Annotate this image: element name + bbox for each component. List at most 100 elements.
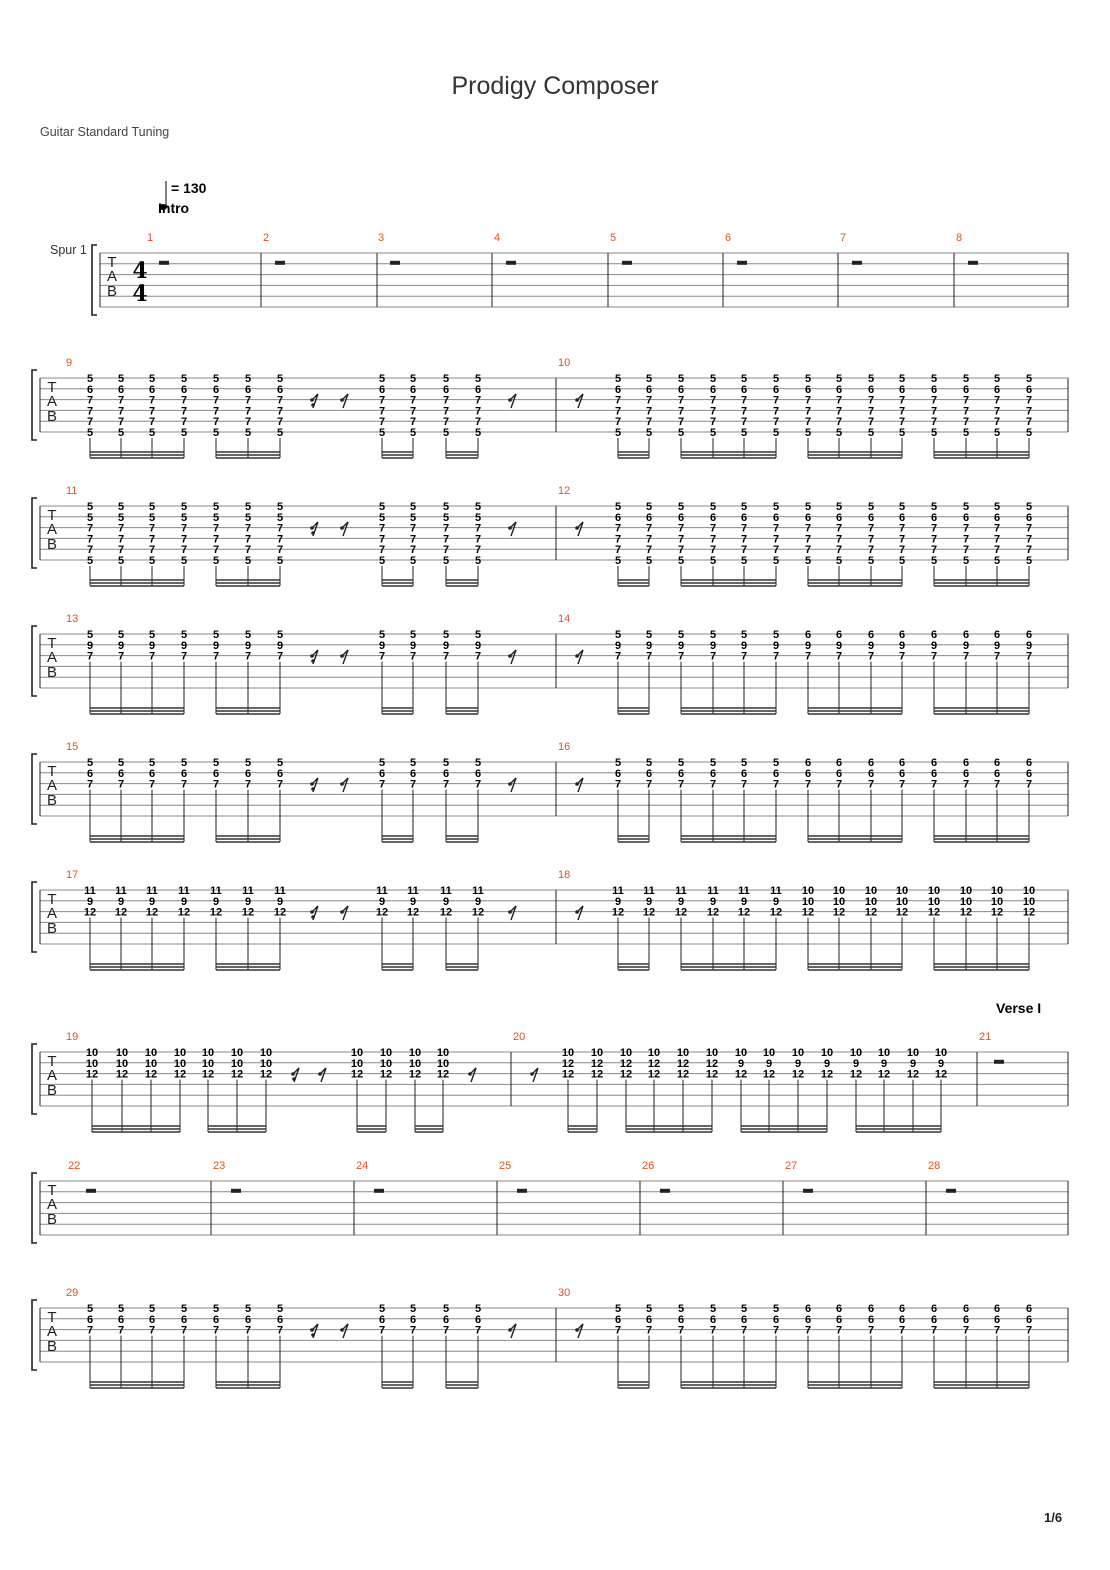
fret-number: 5	[379, 629, 385, 641]
fret-number: 5	[868, 373, 874, 385]
fret-number: 10	[562, 1047, 574, 1059]
fret-number: 7	[963, 416, 969, 428]
fret-number: 11	[146, 885, 158, 897]
fret-number: 6	[868, 768, 874, 780]
fret-number: 9	[118, 640, 124, 652]
fret-number: 6	[836, 512, 842, 524]
fret-number: 5	[149, 512, 155, 524]
fret-number: 7	[475, 533, 481, 545]
fret-number: 9	[181, 640, 187, 652]
fret-number: 6	[805, 1303, 811, 1315]
measure-number: 25	[499, 1160, 511, 1172]
system-bracket	[31, 881, 37, 953]
fret-number: 7	[805, 523, 811, 535]
fret-number: 7	[741, 1325, 747, 1337]
fret-number: 9	[710, 896, 716, 908]
fret-number: 5	[118, 1303, 124, 1315]
fret-number: 6	[994, 1314, 1000, 1326]
whole-rest	[803, 1188, 813, 1193]
fret-number: 7	[149, 533, 155, 545]
fret-number: 6	[710, 768, 716, 780]
tab-letter: B	[47, 920, 57, 937]
fret-number: 5	[118, 555, 124, 567]
fret-number: 6	[963, 1314, 969, 1326]
fret-number: 9	[410, 640, 416, 652]
fret-number: 5	[773, 629, 779, 641]
fret-number: 6	[868, 629, 874, 641]
fret-number: 5	[443, 512, 449, 524]
fret-number: 7	[149, 651, 155, 663]
fret-number: 5	[379, 373, 385, 385]
fret-number: 12	[178, 907, 190, 919]
fret-number: 5	[615, 373, 621, 385]
fret-number: 6	[931, 512, 937, 524]
fret-number: 6	[646, 768, 652, 780]
fret-number: 10	[202, 1058, 214, 1070]
fret-number: 10	[928, 896, 940, 908]
fret-number: 7	[836, 533, 842, 545]
tab-letter: A	[47, 393, 57, 410]
fret-number: 7	[181, 651, 187, 663]
fret-number: 6	[931, 1314, 937, 1326]
section-marker-verse: Verse I	[996, 1000, 1042, 1016]
fret-number: 7	[379, 395, 385, 407]
fret-number: 10	[145, 1047, 157, 1059]
fret-number: 12	[440, 907, 452, 919]
fret-number: 10	[86, 1058, 98, 1070]
fret-number: 6	[994, 629, 1000, 641]
fret-number: 6	[87, 1314, 93, 1326]
fret-number: 5	[646, 501, 652, 513]
fret-number: 7	[741, 523, 747, 535]
tab-letter: T	[47, 379, 56, 396]
fret-number: 10	[380, 1058, 392, 1070]
fret-number: 7	[1026, 416, 1032, 428]
fret-number: 7	[149, 523, 155, 535]
fret-number: 10	[86, 1047, 98, 1059]
tab-letter: A	[47, 1067, 57, 1084]
fret-number: 7	[245, 533, 251, 545]
fret-number: 6	[741, 512, 747, 524]
tab-letter: A	[47, 1323, 57, 1340]
measure-number: 20	[513, 1031, 525, 1043]
fret-number: 11	[376, 885, 388, 897]
fret-number: 7	[1026, 651, 1032, 663]
fret-number: 5	[245, 629, 251, 641]
fret-number: 7	[741, 651, 747, 663]
fret-number: 7	[963, 651, 969, 663]
fret-number: 7	[899, 395, 905, 407]
fret-number: 7	[615, 523, 621, 535]
fret-number: 7	[615, 779, 621, 791]
fret-number: 7	[443, 533, 449, 545]
fret-number: 7	[994, 405, 1000, 417]
fret-number: 5	[773, 501, 779, 513]
fret-number: 9	[277, 896, 283, 908]
fret-number: 7	[475, 651, 481, 663]
fret-number: 6	[805, 629, 811, 641]
fret-number: 6	[149, 384, 155, 396]
fret-number: 9	[87, 640, 93, 652]
fret-number: 10	[833, 885, 845, 897]
fret-number: 12	[1023, 907, 1035, 919]
fret-number: 12	[351, 1069, 363, 1081]
fret-number: 7	[805, 779, 811, 791]
measure-number: 21	[979, 1031, 991, 1043]
fret-number: 5	[615, 501, 621, 513]
fret-number: 6	[963, 512, 969, 524]
measure-number: 14	[558, 613, 570, 625]
fret-number: 6	[868, 384, 874, 396]
fret-number: 5	[277, 427, 283, 439]
fret-number: 7	[646, 651, 652, 663]
fret-number: 5	[118, 501, 124, 513]
fret-number: 12	[437, 1069, 449, 1081]
fret-number: 9	[245, 896, 251, 908]
fret-number: 7	[118, 416, 124, 428]
fret-number: 6	[1026, 1303, 1032, 1315]
fret-number: 12	[146, 907, 158, 919]
fret-number: 6	[773, 384, 779, 396]
fret-number: 9	[853, 1058, 859, 1070]
fret-number: 5	[646, 629, 652, 641]
fret-number: 12	[878, 1069, 890, 1081]
fret-number: 7	[773, 416, 779, 428]
fret-number: 5	[646, 757, 652, 769]
measure-number: 27	[785, 1160, 797, 1172]
